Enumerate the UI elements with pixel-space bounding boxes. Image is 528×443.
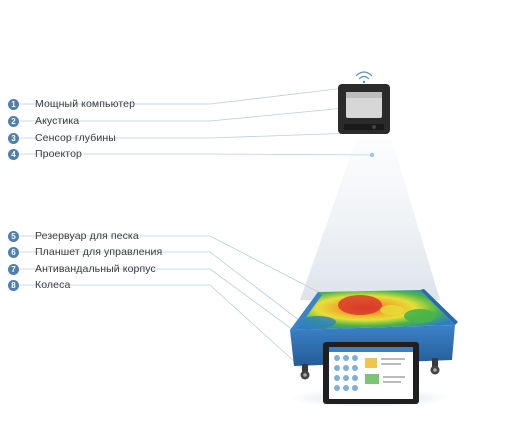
- label-text: Проектор: [35, 148, 82, 160]
- number-badge: 8: [8, 279, 19, 291]
- label-text: Сенсор глубины: [35, 132, 116, 144]
- label-text: Мощный компьютер: [35, 98, 136, 110]
- label-text: Планшет для управления: [35, 246, 163, 258]
- leader-lines: [20, 87, 373, 373]
- label-acoustics: 2 Акустика: [8, 114, 79, 128]
- number-badge: 4: [8, 148, 19, 160]
- label-text: Резервуар для песка: [35, 230, 139, 242]
- projector-unit: [338, 84, 390, 134]
- projector-lens: [369, 152, 375, 158]
- label-text: Антивандальный корпус: [35, 263, 156, 275]
- number-badge: 5: [8, 230, 19, 242]
- label-projector: 4 Проектор: [8, 147, 82, 161]
- number-badge: 6: [8, 246, 19, 258]
- label-text: Колеса: [35, 279, 71, 291]
- label-tablet: 6 Планшет для управления: [8, 245, 162, 259]
- label-vandal-proof-case: 7 Антивандальный корпус: [8, 262, 156, 276]
- label-computer: 1 Мощный компьютер: [8, 97, 135, 111]
- wifi-icon: [355, 71, 373, 84]
- number-badge: 7: [8, 263, 19, 275]
- label-text: Акустика: [35, 115, 80, 127]
- number-badge: 1: [8, 98, 19, 110]
- projection-beam: [300, 140, 440, 300]
- label-depth-sensor: 3 Сенсор глубины: [8, 131, 116, 145]
- number-badge: 3: [8, 132, 19, 144]
- control-tablet: [323, 342, 419, 404]
- label-sand-tank: 5 Резервуар для песка: [8, 229, 139, 243]
- wheel-icon: [300, 365, 440, 380]
- label-wheels: 8 Колеса: [8, 278, 70, 292]
- number-badge: 2: [8, 115, 19, 127]
